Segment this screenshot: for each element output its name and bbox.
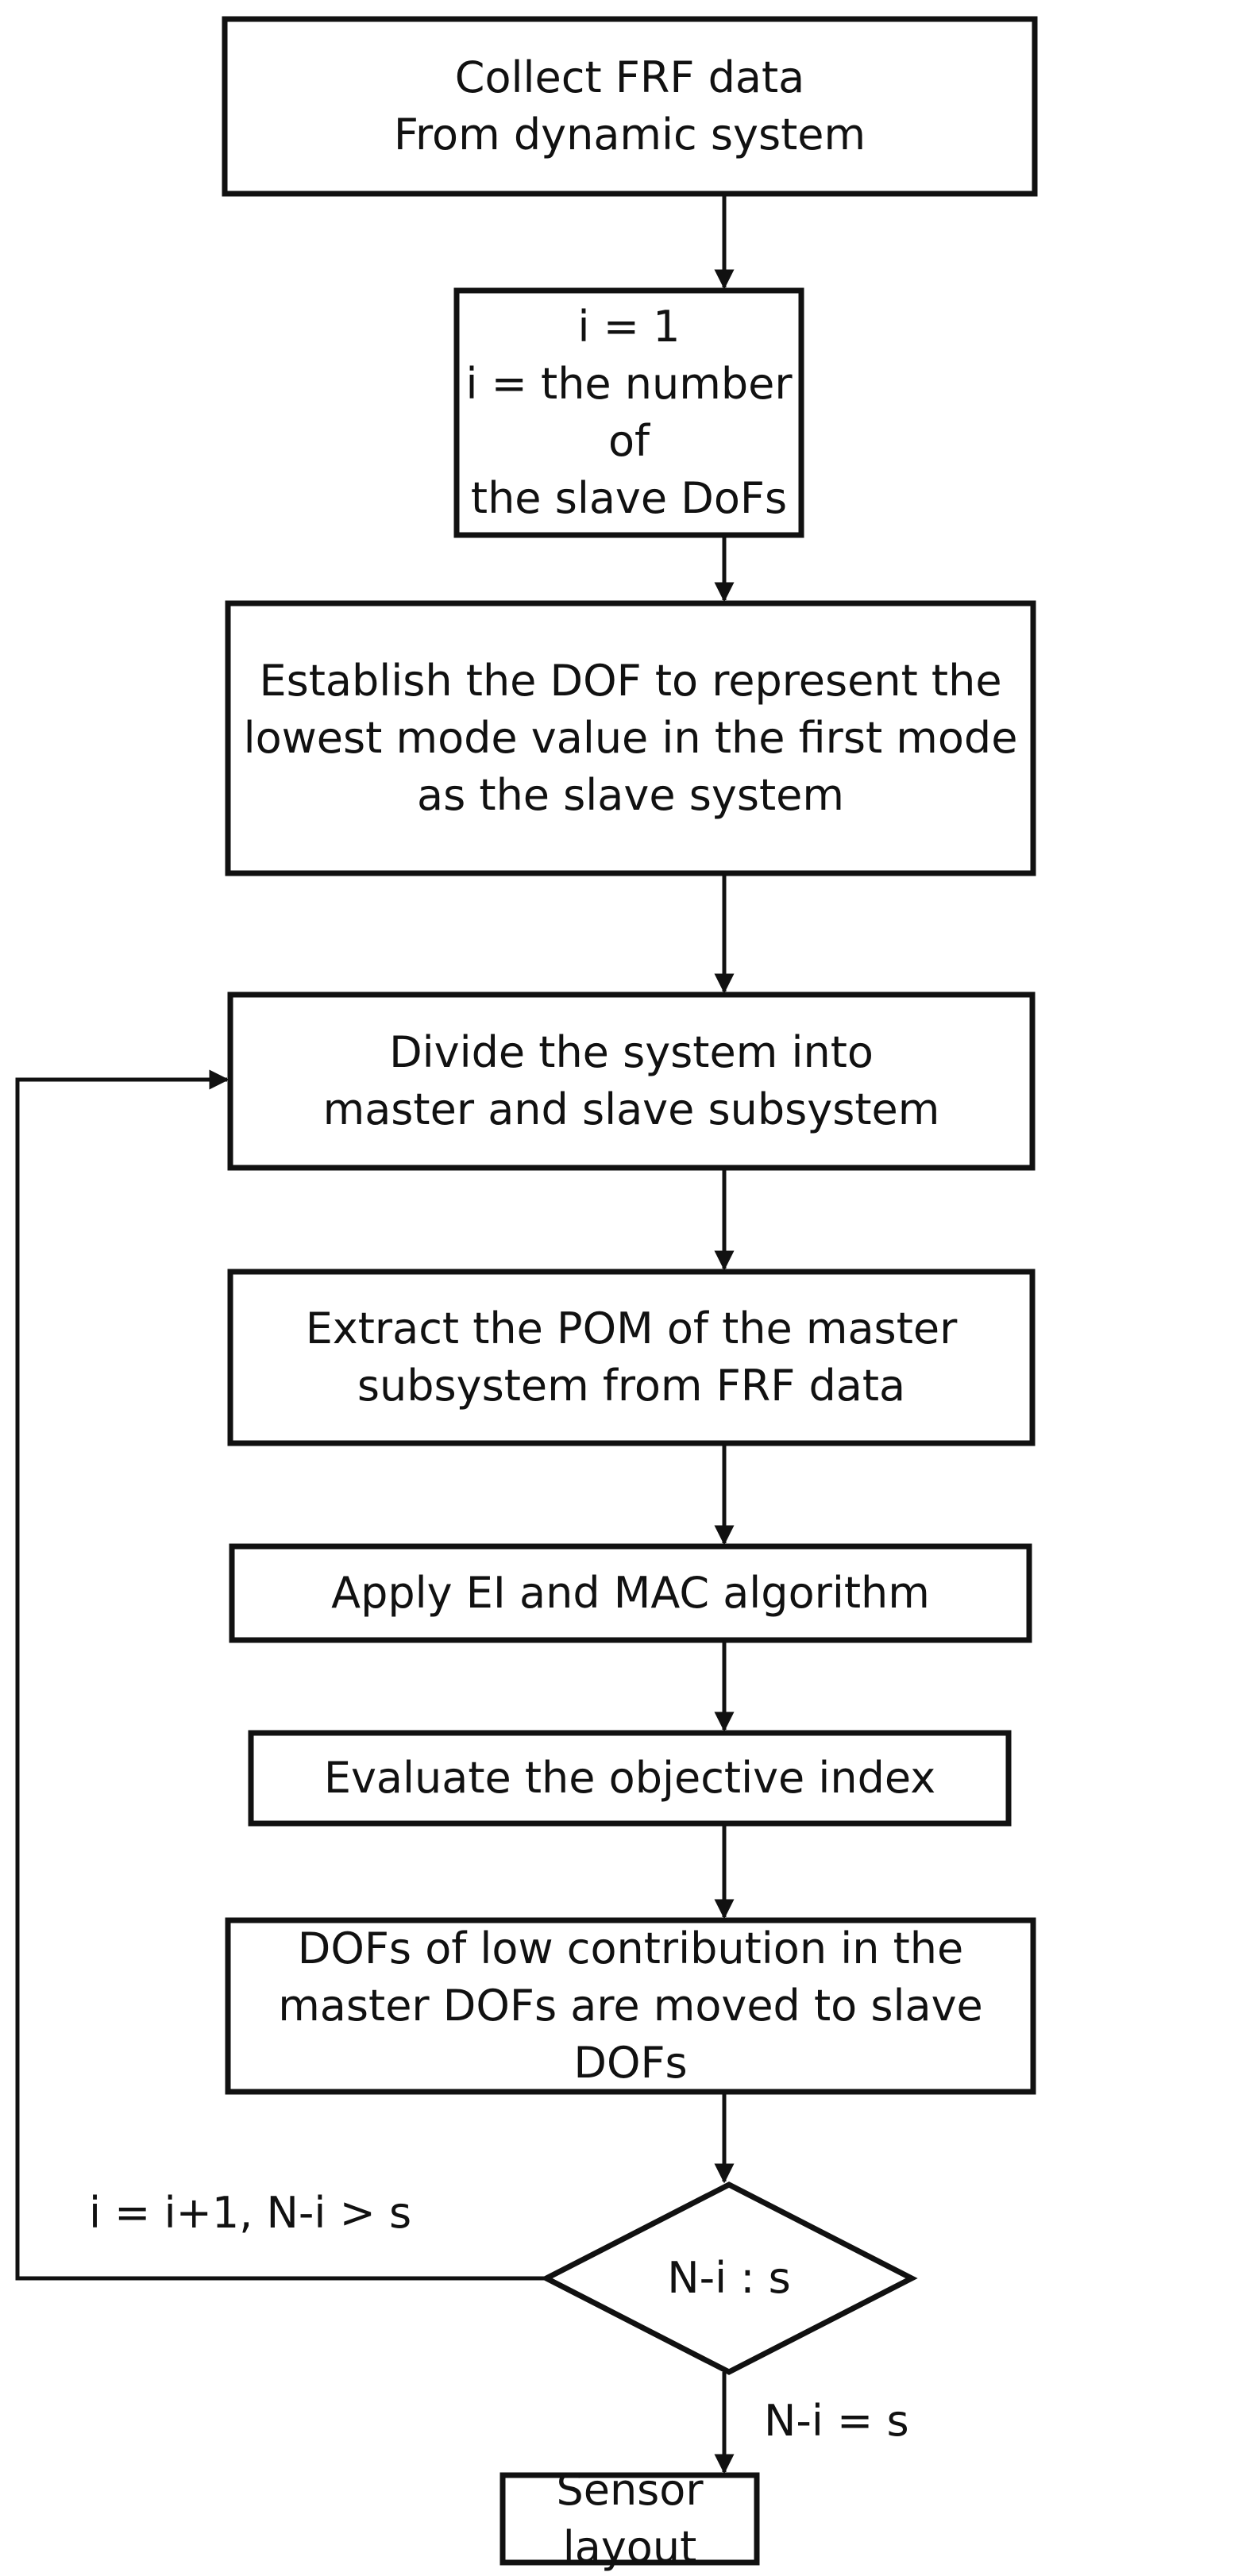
node-establish-text: Establish the DOF to represent the lowes… <box>243 656 1018 820</box>
node-establish-box <box>225 600 1036 876</box>
edge-decision-divide-loop <box>15 1069 546 2281</box>
node-extract-text: Extract the POM of the master subsystem … <box>305 1303 958 1411</box>
node-sensor-box <box>499 2472 760 2566</box>
node-extract-box <box>227 1269 1036 1446</box>
node-move-text: DOFs of low contribution in the master D… <box>278 1923 983 2088</box>
node-divide-text: Divide the system into master and slave … <box>322 1027 940 1134</box>
node-evaluate-text: Evaluate the objective index <box>323 1753 936 1803</box>
node-init-box <box>453 287 804 538</box>
node-init-text: i = 1 i = the number of the slave DoFs <box>465 302 793 523</box>
node-collect-box <box>222 16 1038 197</box>
node-move-box <box>225 1917 1036 2095</box>
node-collect-text: Collect FRF data From dynamic system <box>393 52 866 160</box>
node-divide-box <box>227 992 1036 1171</box>
node-apply-text: Apply EI and MAC algorithm <box>331 1568 930 1618</box>
edge-label-exit: N-i = s <box>764 2396 909 2446</box>
node-sensor-text: Sensor layout <box>556 2465 704 2572</box>
node-decision-shape <box>540 2181 918 2375</box>
edge-label-loop: i = i+1, N-i > s <box>89 2188 412 2238</box>
node-apply-box <box>229 1543 1032 1643</box>
node-decision-text: N-i : s <box>667 2253 791 2303</box>
node-evaluate-box <box>248 1730 1012 1827</box>
